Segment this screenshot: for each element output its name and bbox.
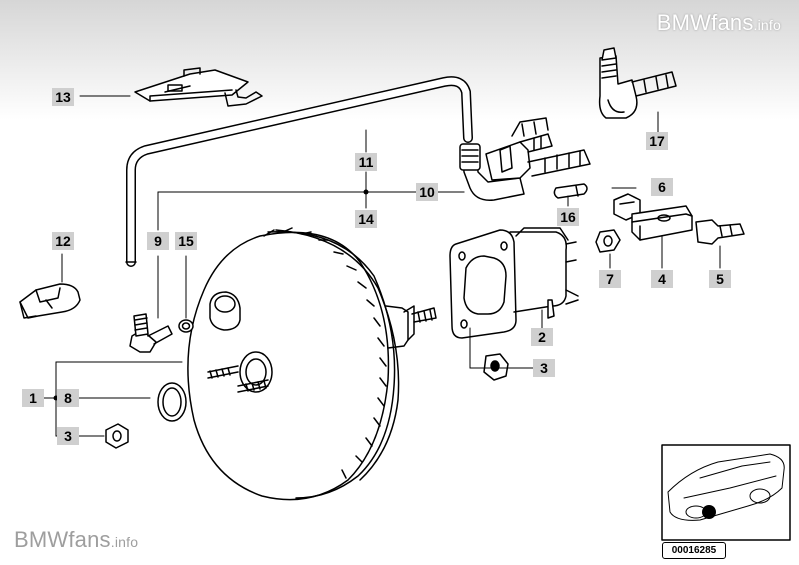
callout-1: 1 <box>22 389 44 407</box>
location-inset <box>661 444 791 541</box>
part-4-bracket <box>631 205 693 241</box>
part-3-nut-flange <box>483 353 509 381</box>
part-12-clip <box>19 283 81 319</box>
part-17-elbow-connector <box>598 47 677 119</box>
part-10-check-valve <box>459 117 591 201</box>
watermark-bottom-main: BMWfans <box>14 527 111 552</box>
part-2-adapter-flange <box>449 227 579 339</box>
diagram-code: 00016285 <box>662 542 726 559</box>
watermark-top-main: BMWfans <box>656 10 754 35</box>
callout-5: 5 <box>709 270 731 288</box>
callout-3-stud: 3 <box>57 427 79 445</box>
callout-16: 16 <box>557 208 579 226</box>
callout-6: 6 <box>651 178 673 196</box>
callout-10: 10 <box>416 183 438 201</box>
part-3-nut-stud <box>105 423 129 449</box>
part-16-sleeve <box>553 183 588 199</box>
part-13-bracket <box>134 67 263 107</box>
part-7-nut <box>595 229 621 253</box>
callout-3-flange: 3 <box>533 359 555 377</box>
callout-2: 2 <box>531 328 553 346</box>
part-15-seal-ring <box>178 319 194 333</box>
watermark-top[interactable]: BMWfans.info <box>657 10 781 36</box>
part-5-connector <box>695 219 745 245</box>
watermark-bottom-suffix: .info <box>110 534 139 550</box>
callout-12: 12 <box>52 232 74 250</box>
callout-8: 8 <box>57 389 79 407</box>
callout-11: 11 <box>355 153 377 171</box>
part-9-elbow-fitting <box>129 313 173 353</box>
brake-booster <box>187 227 437 501</box>
callout-9: 9 <box>147 232 169 250</box>
watermark-bottom[interactable]: BMWfans.info <box>14 527 138 553</box>
callout-14: 14 <box>355 210 377 228</box>
booster-check-plug <box>209 291 241 331</box>
callout-15: 15 <box>175 232 197 250</box>
callout-4: 4 <box>651 270 673 288</box>
vacuum-hose <box>125 76 473 267</box>
booster-studs <box>207 351 273 393</box>
callout-7: 7 <box>599 270 621 288</box>
part-8-seal-ring <box>157 382 187 422</box>
leader-lines <box>43 95 721 437</box>
watermark-top-suffix: .info <box>753 17 781 33</box>
callout-13: 13 <box>52 88 74 106</box>
callout-17: 17 <box>646 132 668 150</box>
